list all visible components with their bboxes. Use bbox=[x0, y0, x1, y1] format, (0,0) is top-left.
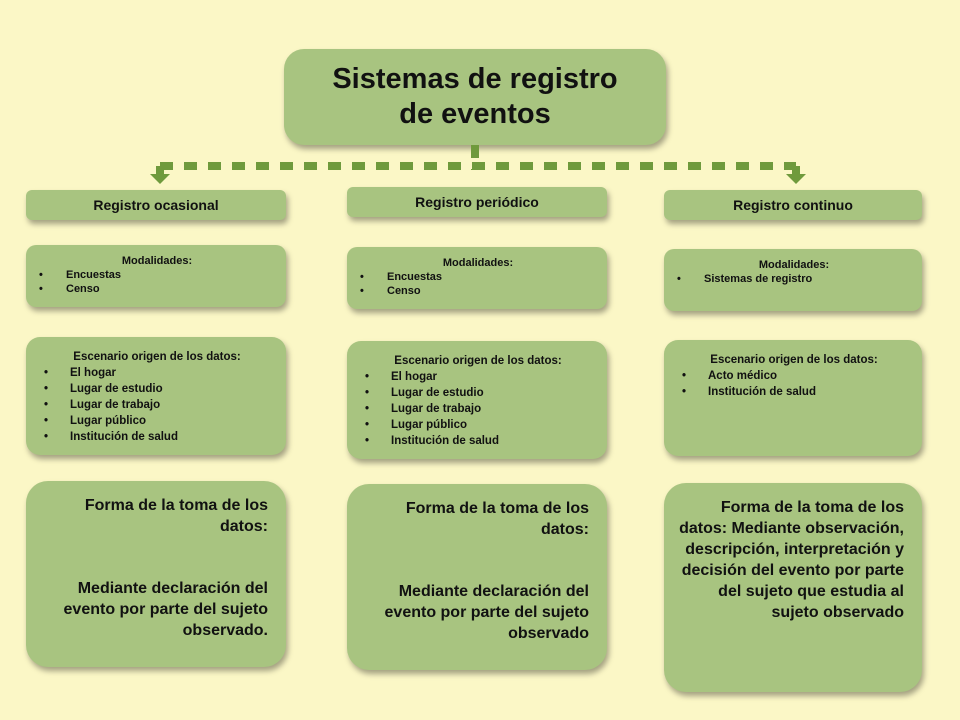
modalidad-item: Censo bbox=[36, 282, 278, 296]
diagram-title: Sistemas de registro de eventos bbox=[284, 49, 666, 145]
escenario-item: Lugar de estudio bbox=[357, 385, 599, 401]
connector-right-arrowhead bbox=[786, 174, 806, 184]
escenario-box-continuo: Escenario origen de los datos: Acto médi… bbox=[664, 340, 922, 456]
escenario-item: Lugar de estudio bbox=[36, 381, 278, 397]
forma-box-periodico: Forma de la toma de los datos: Mediante … bbox=[347, 484, 607, 670]
modalidades-heading: Modalidades: bbox=[442, 257, 514, 269]
header-registro-continuo: Registro continuo bbox=[664, 190, 922, 220]
header-label: Registro periódico bbox=[415, 194, 539, 210]
escenario-item: Institución de salud bbox=[357, 433, 599, 449]
escenario-item: Institución de salud bbox=[36, 429, 278, 445]
title-line-1: Sistemas de registro bbox=[332, 63, 618, 95]
escenario-item: Lugar de trabajo bbox=[36, 397, 278, 413]
header-label: Registro ocasional bbox=[93, 197, 219, 213]
modalidad-item: Censo bbox=[357, 284, 599, 298]
forma-text: Mediante declaración del evento por part… bbox=[63, 580, 268, 639]
forma-heading: Forma de la toma de los datos: bbox=[84, 497, 268, 535]
escenario-item: Lugar público bbox=[36, 413, 278, 429]
escenario-box-periodico: Escenario origen de los datos: El hogar … bbox=[347, 341, 607, 459]
forma-box-continuo: Forma de la toma de los datos: Mediante … bbox=[664, 483, 922, 692]
header-registro-ocasional: Registro ocasional bbox=[26, 190, 286, 220]
connector-left-arrowhead bbox=[150, 174, 170, 184]
escenario-item: Acto médico bbox=[674, 368, 914, 384]
modalidad-item: Sistemas de registro bbox=[674, 272, 914, 286]
forma-text: Mediante declaración del evento por part… bbox=[384, 583, 589, 642]
header-registro-periodico: Registro periódico bbox=[347, 187, 607, 217]
modalidades-heading: Modalidades: bbox=[121, 255, 193, 267]
escenario-list: El hogar Lugar de estudio Lugar de traba… bbox=[357, 369, 599, 449]
escenario-item: Lugar público bbox=[357, 417, 599, 433]
escenario-box-ocasional: Escenario origen de los datos: El hogar … bbox=[26, 337, 286, 455]
escenario-heading: Escenario origen de los datos: bbox=[73, 351, 241, 363]
modalidades-list: Sistemas de registro bbox=[674, 272, 914, 286]
escenario-item: El hogar bbox=[357, 369, 599, 385]
modalidades-list: Encuestas Censo bbox=[36, 268, 278, 296]
title-line-2: de eventos bbox=[399, 98, 551, 130]
forma-text: Forma de la toma de los datos: Mediante … bbox=[679, 499, 904, 621]
modalidades-box-periodico: Modalidades: Encuestas Censo bbox=[347, 247, 607, 309]
escenario-item: Institución de salud bbox=[674, 384, 914, 400]
forma-heading: Forma de la toma de los datos: bbox=[405, 500, 589, 538]
modalidades-box-ocasional: Modalidades: Encuestas Censo bbox=[26, 245, 286, 307]
escenario-heading: Escenario origen de los datos: bbox=[394, 355, 562, 367]
modalidades-heading: Modalidades: bbox=[758, 259, 830, 271]
escenario-heading: Escenario origen de los datos: bbox=[710, 354, 878, 366]
modalidad-item: Encuestas bbox=[36, 268, 278, 282]
forma-box-ocasional: Forma de la toma de los datos: Mediante … bbox=[26, 481, 286, 667]
modalidad-item: Encuestas bbox=[357, 270, 599, 284]
escenario-list: Acto médico Institución de salud bbox=[674, 368, 914, 400]
escenario-list: El hogar Lugar de estudio Lugar de traba… bbox=[36, 365, 278, 445]
escenario-item: Lugar de trabajo bbox=[357, 401, 599, 417]
modalidades-list: Encuestas Censo bbox=[357, 270, 599, 298]
escenario-item: El hogar bbox=[36, 365, 278, 381]
modalidades-box-continuo: Modalidades: Sistemas de registro bbox=[664, 249, 922, 311]
header-label: Registro continuo bbox=[733, 197, 853, 213]
